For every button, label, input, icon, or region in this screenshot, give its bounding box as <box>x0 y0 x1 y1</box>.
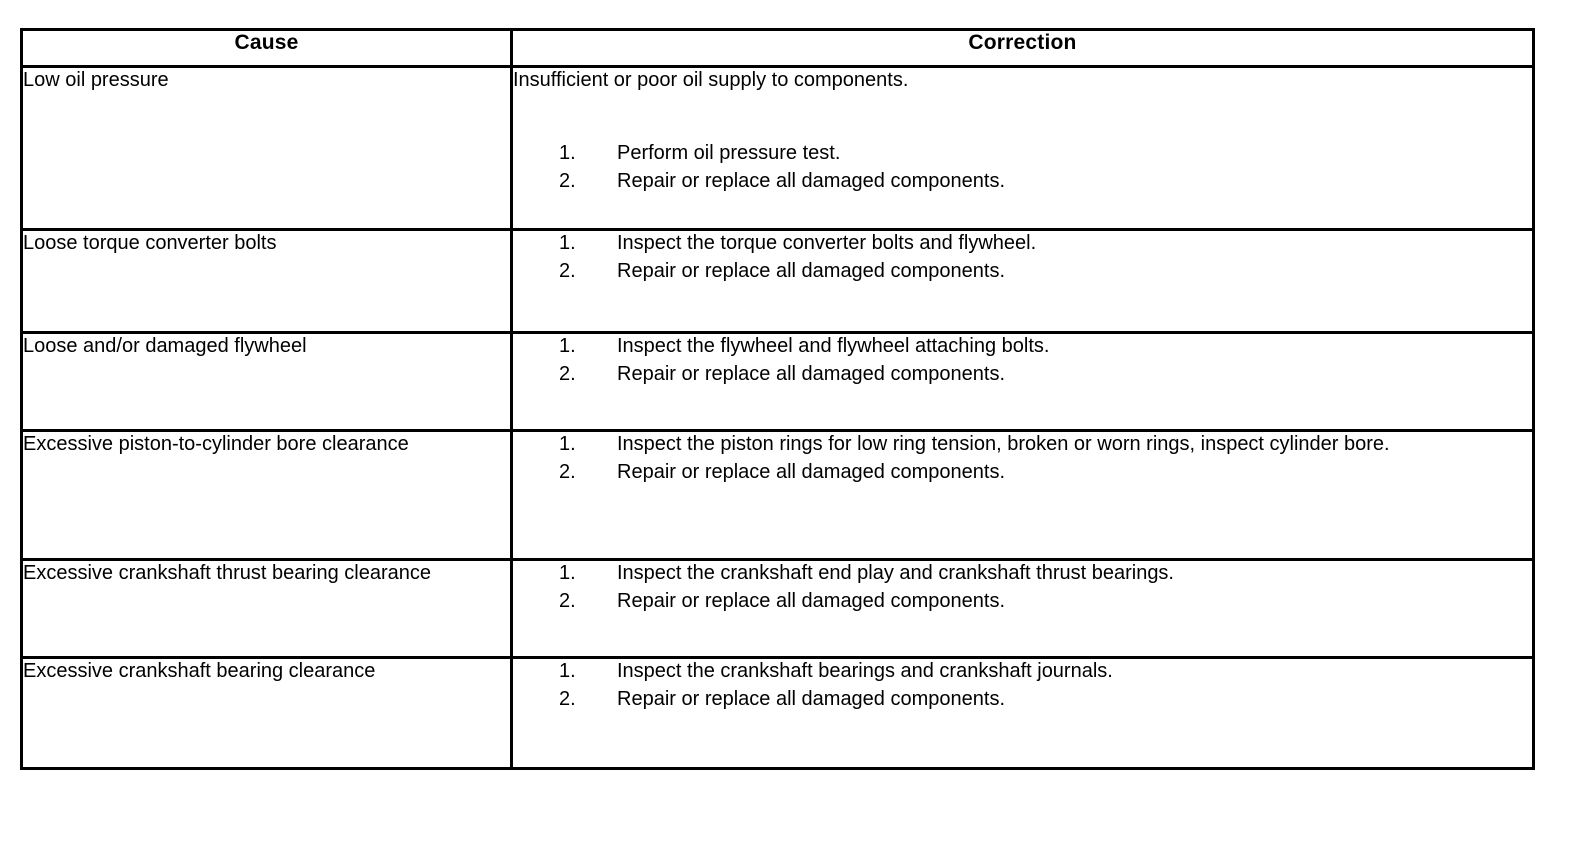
cause-text: Loose torque converter bolts <box>23 232 277 254</box>
step-number: 1. <box>559 433 576 455</box>
correction-step-item: 1. Inspect the crankshaft end play and cr… <box>513 561 1532 587</box>
correction-step-item: 1. Inspect the flywheel and flywheel atta… <box>513 334 1532 360</box>
cause-cell: Excessive crankshaft thrust bearing clea… <box>20 558 513 659</box>
correction-step-list: 1. Inspect the torque converter bolts and… <box>513 231 1532 284</box>
table-row: Excessive crankshaft thrust bearing clea… <box>20 558 1535 659</box>
correction-step-item: 1. Inspect the piston rings for low ring … <box>513 432 1532 458</box>
step-number: 1. <box>559 562 576 584</box>
table-row: Loose torque converter bolts 1. Inspect th… <box>20 228 1535 334</box>
cause-cell: Loose torque converter bolts <box>20 228 513 334</box>
table-header: Cause Correction <box>20 28 1535 68</box>
step-text: Inspect the piston rings for low ring te… <box>617 433 1390 455</box>
cause-cell: Loose and/or damaged flywheel <box>20 331 513 432</box>
step-number: 1. <box>559 232 576 254</box>
cause-cell: Excessive piston-to-cylinder bore cleara… <box>20 429 513 561</box>
correction-step-item: 2. Repair or replace all damaged componen… <box>513 362 1532 388</box>
cause-text: Excessive crankshaft thrust bearing clea… <box>23 562 431 584</box>
correction-cell: 1. Inspect the flywheel and flywheel atta… <box>510 331 1535 432</box>
step-text: Inspect the flywheel and flywheel attach… <box>617 335 1050 357</box>
correction-cell: 1. Inspect the crankshaft bearings and cr… <box>510 656 1535 770</box>
correction-step-item: 1. Inspect the crankshaft bearings and cr… <box>513 659 1532 685</box>
correction-step-list: 1. Inspect the flywheel and flywheel atta… <box>513 334 1532 387</box>
correction-step-item: 2. Repair or replace all damaged componen… <box>513 169 1532 195</box>
cause-text: Loose and/or damaged flywheel <box>23 335 307 357</box>
step-text: Inspect the crankshaft bearings and cran… <box>617 660 1113 682</box>
correction-step-list: 1. Perform oil pressure test. 2. Repair or … <box>513 141 1532 194</box>
correction-step-item: 1. Inspect the torque converter bolts and… <box>513 231 1532 257</box>
step-number: 2. <box>559 169 576 192</box>
step-text: Repair or replace all damaged components… <box>617 362 1005 385</box>
correction-step-item: 2. Repair or replace all damaged componen… <box>513 259 1532 285</box>
correction-lead-text: Insufficient or poor oil supply to compo… <box>513 69 909 91</box>
correction-step-item: 2. Repair or replace all damaged componen… <box>513 460 1532 486</box>
cause-cell: Excessive crankshaft bearing clearance <box>20 656 513 770</box>
correction-cell: Insufficient or poor oil supply to compo… <box>510 65 1535 231</box>
step-number: 1. <box>559 660 576 682</box>
step-text: Repair or replace all damaged components… <box>617 460 1005 483</box>
cause-cell: Low oil pressure <box>20 65 513 231</box>
cause-text: Low oil pressure <box>23 69 169 91</box>
step-number: 2. <box>559 589 576 612</box>
correction-cell: 1. Inspect the piston rings for low ring … <box>510 429 1535 561</box>
table-header-row: Cause Correction <box>20 28 1535 68</box>
correction-step-list: 1. Inspect the crankshaft bearings and cr… <box>513 659 1532 712</box>
column-header-cause: Cause <box>20 28 513 68</box>
correction-cell: 1. Inspect the torque converter bolts and… <box>510 228 1535 334</box>
step-number: 2. <box>559 259 576 282</box>
correction-step-item: 2. Repair or replace all damaged componen… <box>513 589 1532 615</box>
step-text: Repair or replace all damaged components… <box>617 687 1005 710</box>
step-text: Perform oil pressure test. <box>617 142 841 164</box>
step-text: Repair or replace all damaged components… <box>617 589 1005 612</box>
cause-text: Excessive piston-to-cylinder bore cleara… <box>23 433 409 455</box>
step-number: 2. <box>559 687 576 710</box>
cause-correction-table: Cause Correction Low oil pressure Insuffi… <box>20 28 1535 770</box>
step-text: Inspect the torque converter bolts and f… <box>617 232 1037 254</box>
correction-step-list: 1. Inspect the piston rings for low ring … <box>513 432 1532 485</box>
cause-text: Excessive crankshaft bearing clearance <box>23 660 376 682</box>
step-number: 2. <box>559 362 576 385</box>
table-body: Low oil pressure Insufficient or poor oil… <box>20 65 1535 770</box>
correction-step-item: 2. Repair or replace all damaged componen… <box>513 687 1532 713</box>
step-number: 1. <box>559 335 576 357</box>
column-header-correction: Correction <box>510 28 1535 68</box>
step-text: Inspect the crankshaft end play and cran… <box>617 562 1174 584</box>
step-text: Repair or replace all damaged components… <box>617 169 1005 192</box>
step-number: 2. <box>559 460 576 483</box>
step-number: 1. <box>559 142 576 164</box>
table-row: Excessive piston-to-cylinder bore cleara… <box>20 429 1535 561</box>
correction-step-item: 1. Perform oil pressure test. <box>513 141 1532 167</box>
step-text: Repair or replace all damaged components… <box>617 259 1005 282</box>
table-row: Excessive crankshaft bearing clearance 1.… <box>20 656 1535 770</box>
correction-cell: 1. Inspect the crankshaft end play and cr… <box>510 558 1535 659</box>
table-row: Loose and/or damaged flywheel 1. Inspect t… <box>20 331 1535 432</box>
table-row: Low oil pressure Insufficient or poor oil… <box>20 65 1535 231</box>
correction-step-list: 1. Inspect the crankshaft end play and cr… <box>513 561 1532 614</box>
